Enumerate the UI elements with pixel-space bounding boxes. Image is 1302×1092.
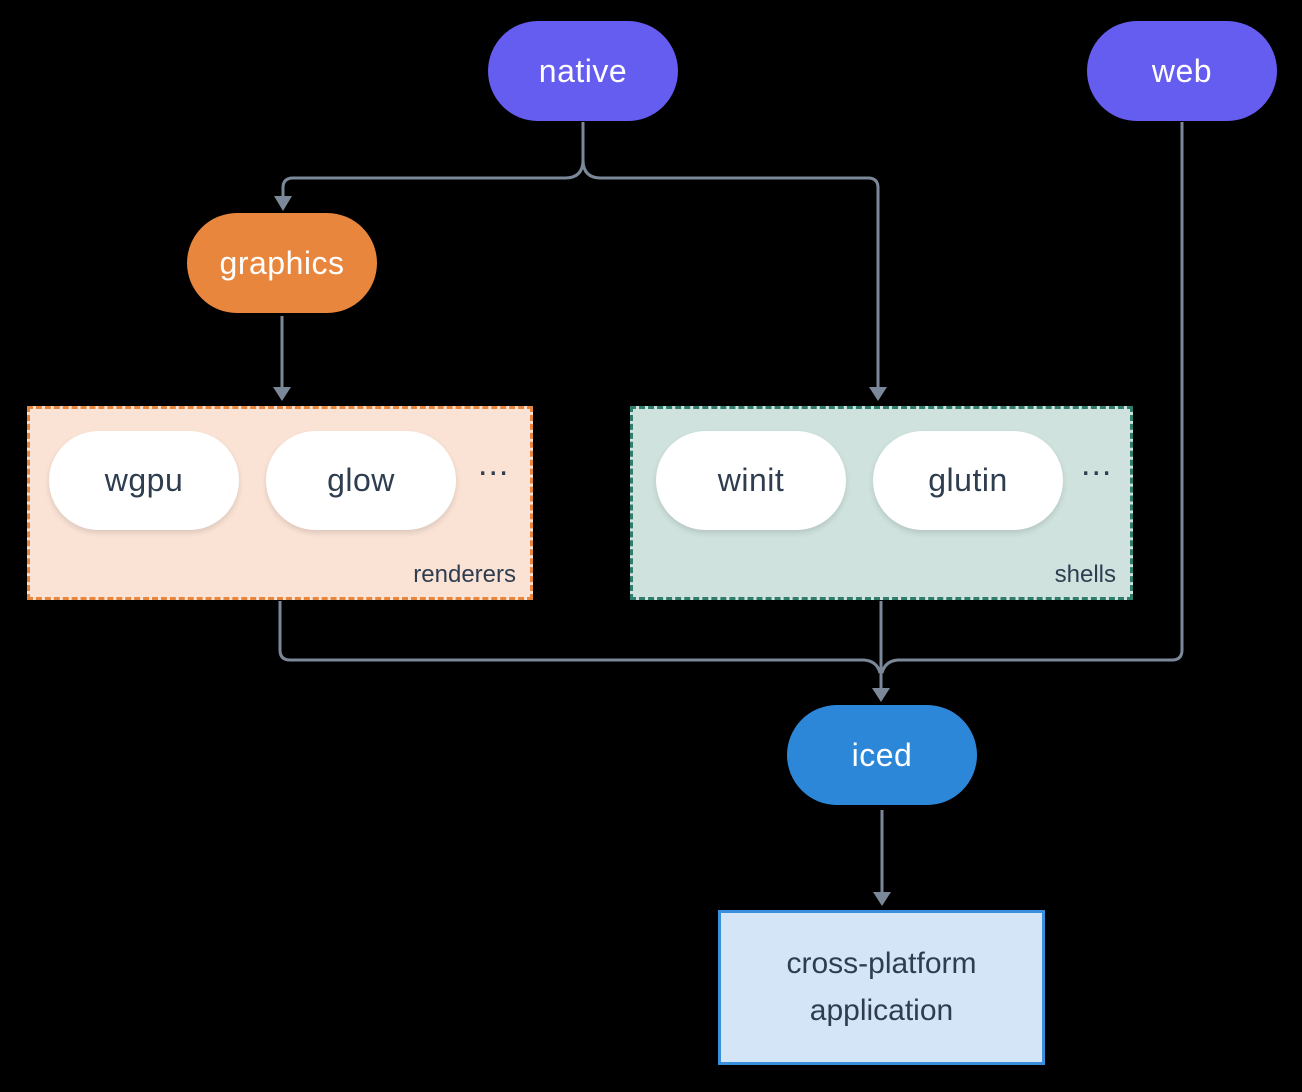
node-glutin: glutin xyxy=(873,431,1063,530)
node-wgpu: wgpu xyxy=(49,431,239,530)
node-wgpu-label: wgpu xyxy=(104,462,184,498)
node-graphics-label: graphics xyxy=(219,244,345,281)
node-web: web xyxy=(1087,21,1277,121)
node-winit: winit xyxy=(656,431,846,530)
group-shells: winit glutin ... shells xyxy=(630,406,1133,600)
node-app-label: cross-platform application xyxy=(786,947,977,1027)
node-iced-label: iced xyxy=(851,736,913,773)
edge-native-to-graphics xyxy=(281,176,566,197)
node-glutin-label: glutin xyxy=(928,462,1008,498)
node-winit-label: winit xyxy=(717,462,785,498)
arrowhead-renderers xyxy=(273,387,291,401)
edge-native-to-shells xyxy=(600,176,880,387)
renderers-ellipsis: ... xyxy=(478,445,510,483)
edge-web-to-iced xyxy=(880,122,1184,674)
node-graphics: graphics xyxy=(187,213,377,313)
group-renderers: wgpu glow ... renderers xyxy=(27,406,533,600)
arrowhead-app xyxy=(873,892,891,906)
arrowhead-shells xyxy=(869,387,887,401)
arrowhead-graphics xyxy=(274,196,292,211)
node-iced: iced xyxy=(787,705,977,805)
node-cross-platform-application: cross-platform application xyxy=(718,910,1045,1065)
node-native: native xyxy=(488,21,678,121)
edge-native-split-fillet-left xyxy=(564,159,585,180)
edge-native-split-fillet-right xyxy=(581,159,602,180)
node-native-label: native xyxy=(538,52,628,89)
shells-group-label: shells xyxy=(1054,561,1116,588)
arrowhead-iced xyxy=(872,688,890,702)
shells-ellipsis: ... xyxy=(1081,445,1113,483)
node-glow-label: glow xyxy=(327,462,395,498)
edge-renderers-to-iced xyxy=(278,601,882,674)
node-glow: glow xyxy=(266,431,456,530)
node-web-label: web xyxy=(1151,52,1213,89)
renderers-group-label: renderers xyxy=(413,561,516,588)
